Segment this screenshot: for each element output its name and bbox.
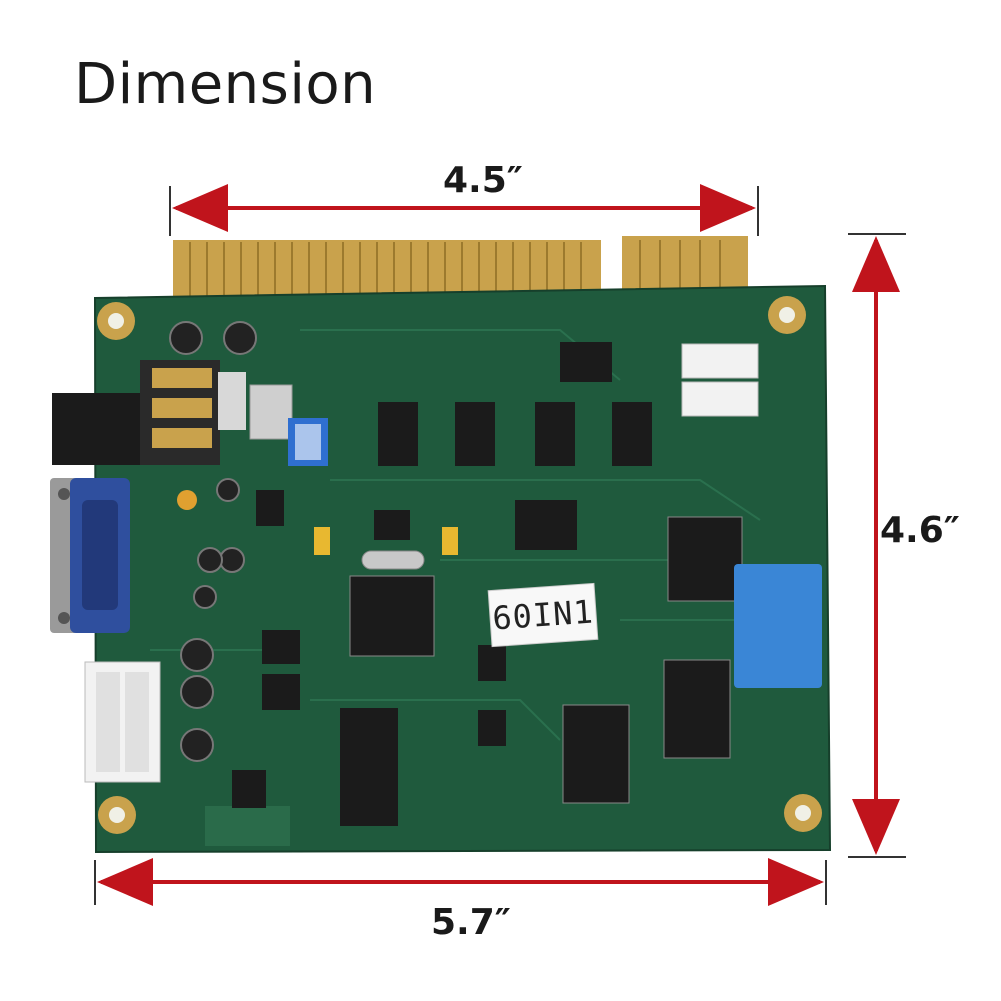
- blue-tape: [734, 564, 822, 688]
- trimmer-potentiometer: [177, 490, 197, 510]
- dip-switch: [288, 418, 328, 466]
- sdram-chip: [340, 708, 398, 826]
- capacitors: [169, 321, 257, 762]
- dimension-arrow-bottom: [94, 858, 827, 906]
- vga-connector: [50, 478, 130, 633]
- silkscreen-area: [205, 806, 290, 846]
- small-ics: [262, 342, 652, 746]
- heatsink: [249, 384, 293, 440]
- dimension-label-top: 4.5″: [443, 160, 523, 201]
- tantalum-capacitor: [442, 527, 458, 555]
- model-sticker-label: 60IN1: [491, 592, 595, 638]
- voltage-regulator-u36: [232, 770, 266, 808]
- voltage-regulator: [256, 490, 284, 526]
- mounting-holes: [97, 296, 822, 834]
- main-cpu-chip: [349, 575, 435, 657]
- dimension-arrow-right: [848, 233, 906, 858]
- con3-con4-headers: [681, 343, 759, 417]
- page-title: Dimension: [74, 52, 377, 117]
- fpga-chip: [667, 516, 743, 602]
- dimension-label-bottom: 5.7″: [431, 902, 511, 943]
- dimension-label-right: 4.6″: [880, 510, 960, 551]
- model-sticker: [487, 582, 599, 648]
- power-connector: [84, 661, 161, 783]
- flash-chip-u4: [663, 659, 731, 759]
- audio-jack: [52, 360, 246, 465]
- dimension-arrow-top: [169, 184, 759, 236]
- flash-chip-u6: [562, 704, 630, 804]
- crystal-oscillator: [361, 550, 425, 570]
- tantalum-capacitor: [314, 527, 330, 555]
